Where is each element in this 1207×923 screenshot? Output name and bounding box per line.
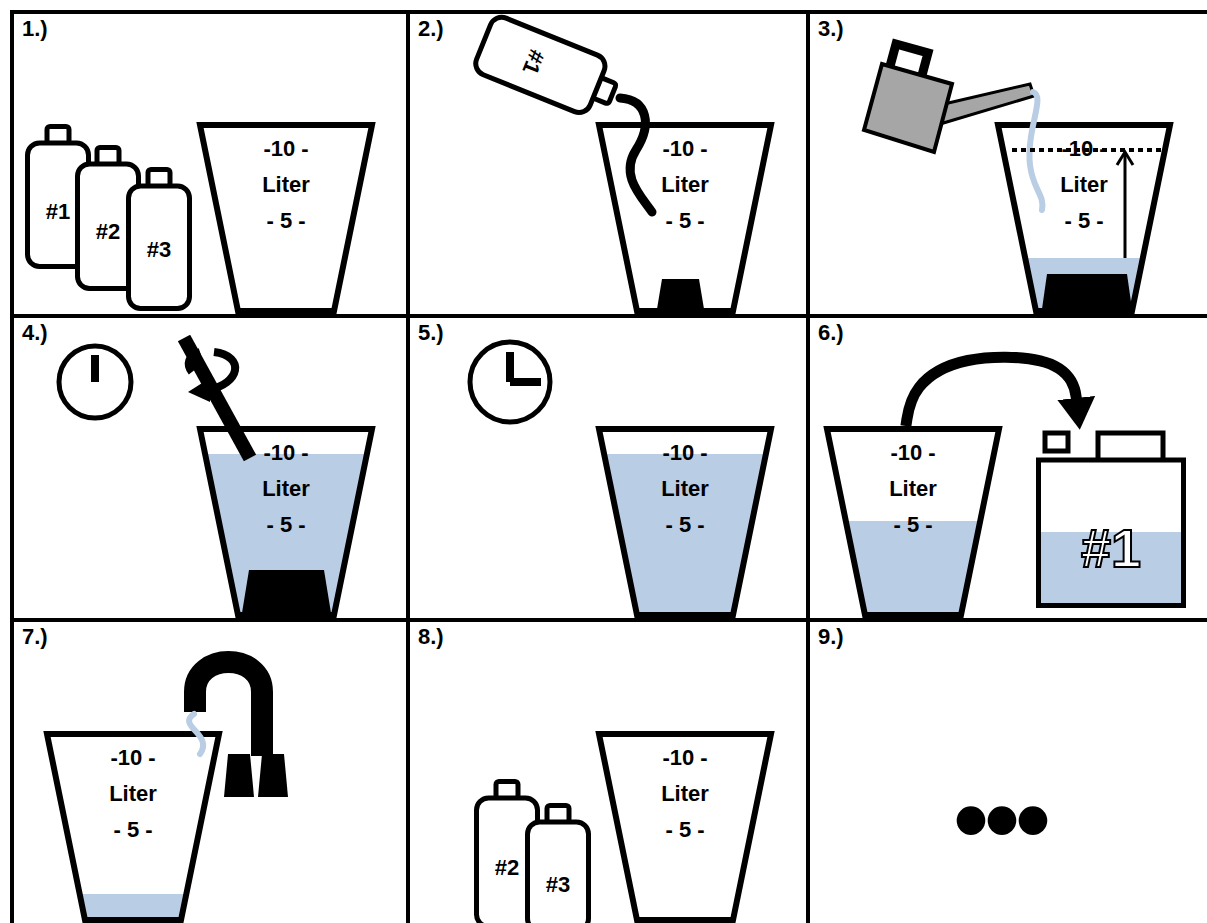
measuring-bucket: -10 - Liter - 5 - bbox=[44, 731, 222, 923]
stir-arrow bbox=[208, 352, 235, 390]
clock-face bbox=[59, 346, 131, 418]
scale-label: -10 - bbox=[596, 136, 774, 162]
measuring-bucket: -10 - Liter - 5 - bbox=[197, 122, 375, 314]
scale-label: Liter bbox=[596, 476, 774, 502]
ellipsis-mark: ••• bbox=[900, 769, 1100, 869]
step-number: 9.) bbox=[818, 624, 844, 650]
canister-cap bbox=[1045, 433, 1068, 451]
scale-label: - 5 - bbox=[995, 208, 1173, 234]
canister-label: #1 bbox=[1036, 516, 1186, 580]
bottle-body bbox=[472, 14, 608, 116]
measuring-bucket: -10 - Liter - 5 - bbox=[824, 426, 1002, 618]
scale-label: Liter bbox=[197, 476, 375, 502]
step-panel: 6.) -10 - Liter - 5 - #1 bbox=[806, 314, 1207, 622]
scale-label: Liter bbox=[824, 476, 1002, 502]
canister-handle bbox=[1098, 433, 1163, 461]
scale-label: -10 - bbox=[44, 745, 222, 771]
step-panel: 5.) -10 - Liter - 5 - bbox=[406, 314, 810, 622]
scale-label: -10 - bbox=[995, 136, 1173, 162]
scale-label: Liter bbox=[995, 172, 1173, 198]
step-panel: 4.) -10 - Liter - 5 - bbox=[10, 314, 410, 622]
scale-label: -10 - bbox=[596, 745, 774, 771]
measuring-bucket: -10 - Liter - 5 - bbox=[596, 731, 774, 923]
bottle: #3 bbox=[126, 167, 192, 311]
scale-label: - 5 - bbox=[197, 512, 375, 538]
water bbox=[80, 894, 187, 920]
step-panel: 9.) ••• bbox=[806, 618, 1207, 923]
measuring-bucket: -10 - Liter - 5 - bbox=[995, 122, 1173, 314]
stir-arrow-head bbox=[188, 378, 210, 402]
step-panel: 7.) -10 - Liter - 5 - bbox=[10, 618, 410, 923]
step-panel: 8.)#2#3-10 -Liter- 5 - bbox=[406, 618, 810, 923]
scale-label: Liter bbox=[44, 781, 222, 807]
scale-label: -10 - bbox=[596, 440, 774, 466]
scale-label: -10 - bbox=[824, 440, 1002, 466]
bottle: #3 bbox=[525, 803, 591, 923]
clock-face bbox=[470, 342, 550, 422]
scale-label: - 5 - bbox=[197, 208, 375, 234]
step-number: 5.) bbox=[418, 320, 444, 346]
canister: #1 bbox=[1036, 430, 1186, 608]
measuring-bucket: -10 - Liter - 5 - bbox=[596, 426, 774, 618]
scale-label: - 5 - bbox=[824, 512, 1002, 538]
scale-label: - 5 - bbox=[596, 817, 774, 843]
sediment bbox=[657, 279, 704, 309]
step-number: 1.) bbox=[22, 16, 48, 42]
tap-base bbox=[224, 754, 254, 797]
scale-label: -10 - bbox=[197, 440, 375, 466]
shape-outline bbox=[469, 10, 627, 125]
water bbox=[1025, 258, 1143, 311]
sediment bbox=[242, 570, 331, 613]
scale-label: - 5 - bbox=[596, 208, 774, 234]
step-number: 4.) bbox=[22, 320, 48, 346]
scale-label: Liter bbox=[197, 172, 375, 198]
scale-label: - 5 - bbox=[44, 817, 222, 843]
sediment bbox=[1042, 274, 1132, 309]
tap-base bbox=[258, 754, 288, 797]
step-number: 2.) bbox=[418, 16, 444, 42]
can-body bbox=[864, 64, 952, 152]
bottle: #1 bbox=[469, 10, 627, 125]
step-number: 8.) bbox=[418, 624, 444, 650]
step-panel: 3.) -10 - Liter - 5 - bbox=[806, 10, 1207, 318]
step-panel: 2.) #1 -10 - Liter - 5 - bbox=[406, 10, 810, 318]
step-number: 7.) bbox=[22, 624, 48, 650]
shape-outline bbox=[525, 803, 591, 923]
clock-hand bbox=[510, 378, 541, 386]
scale-label: Liter bbox=[596, 781, 774, 807]
can-spout bbox=[940, 84, 1034, 124]
bottle-label: #3 bbox=[126, 237, 192, 263]
bottle-label: #3 bbox=[525, 872, 591, 898]
step-number: 3.) bbox=[818, 16, 844, 42]
scale-label: Liter bbox=[596, 172, 774, 198]
pour-arrow bbox=[906, 357, 1077, 426]
stir-arrow bbox=[189, 352, 200, 372]
step-number: 6.) bbox=[818, 320, 844, 346]
measuring-bucket: -10 - Liter - 5 - bbox=[197, 426, 375, 618]
step-panel: 1.)#1#2#3-10 -Liter- 5 - bbox=[10, 10, 410, 318]
scale-label: -10 - bbox=[197, 136, 375, 162]
measuring-bucket: -10 - Liter - 5 - bbox=[596, 122, 774, 314]
clock-hand bbox=[91, 355, 99, 382]
can-handle bbox=[889, 44, 928, 79]
scale-label: - 5 - bbox=[596, 512, 774, 538]
clock-hand bbox=[506, 352, 514, 382]
